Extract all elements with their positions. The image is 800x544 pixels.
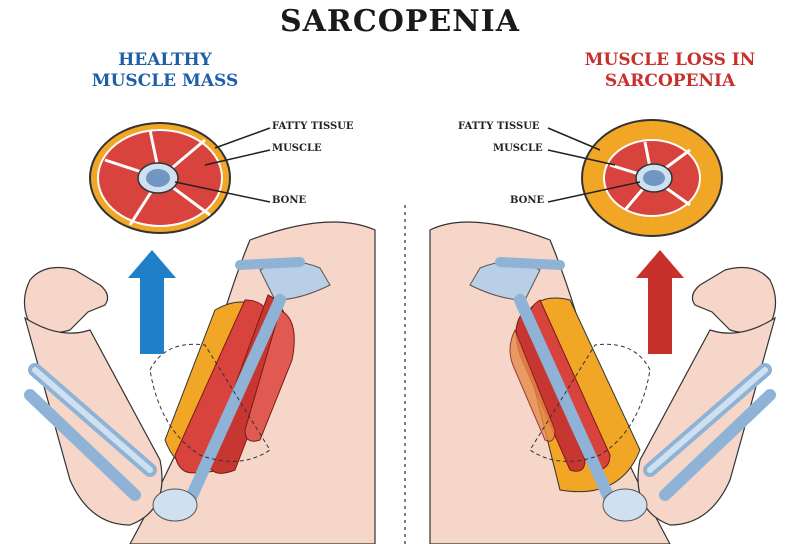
- left-label-fatty-tissue: FATTY TISSUE: [272, 121, 354, 132]
- sarcopenia-cross-section: [548, 120, 722, 236]
- sarcopenia-arm-illustration: [430, 222, 776, 544]
- healthy-cross-section: [90, 123, 270, 233]
- right-label-bone: BONE: [510, 195, 544, 206]
- increase-arrow-icon: [128, 250, 176, 354]
- healthy-arm-illustration: [24, 222, 375, 544]
- muscle-loss-arrow-icon: [636, 250, 684, 354]
- right-label-muscle: MUSCLE: [493, 143, 543, 154]
- left-label-muscle: MUSCLE: [272, 143, 322, 154]
- right-label-fatty-tissue: FATTY TISSUE: [458, 121, 540, 132]
- left-label-bone: BONE: [272, 195, 306, 206]
